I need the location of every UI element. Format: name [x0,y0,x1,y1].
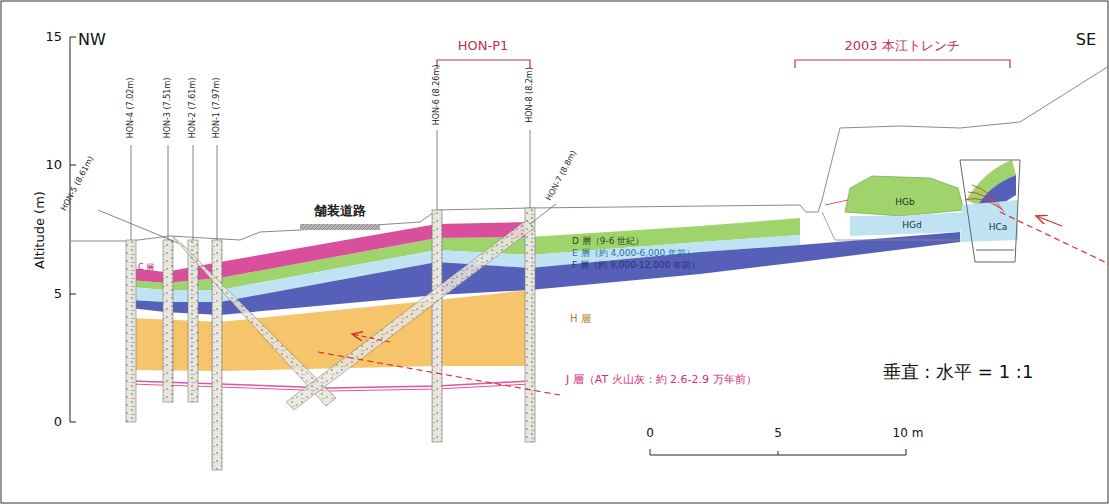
unit-label: HCa [989,223,1008,233]
scale-ratio: 垂直 : 水平 = 1 :1 [883,362,1034,382]
borehole-label: HON-1 (7.97m) [213,78,222,139]
layer-label: C 層 [138,264,154,273]
borehole-label: HON-8 (8.2m) [526,67,535,123]
section-bracket-label: HON-P1 [458,39,509,53]
axis-tick: 15 [45,30,62,44]
axis-title: Altitude (m) [33,191,47,269]
borehole-label: HON-4 (7.02m) [127,78,136,139]
direction-label: SE [1076,31,1096,49]
layer-label: D 層（9-6 世紀） [572,237,644,247]
axis-tick: 10 [45,158,62,172]
borehole-label: HON-2 (7.61m) [189,78,198,139]
layer-label: J 層（AT 火山灰：約 2.6-2.9 万年前） [566,374,757,386]
direction-label: NW [78,31,106,49]
scale-number: 5 [774,427,782,440]
scale-number: 0 [646,427,654,440]
axis-tick: 5 [54,287,62,301]
unit-label: HGd [902,221,921,231]
borehole-label: HON-7 (8.8m) [545,149,579,202]
road-label: 舗装道路 [314,204,366,218]
axis-tick: 0 [54,415,62,429]
layer-label: E 層（約 4,000-6,000 年前） [572,249,695,259]
borehole-label: HON-5 (8.61m) [60,155,96,213]
unit-label: HGb [895,198,914,208]
borehole-label: HON-6 (8.26m) [433,65,442,126]
borehole-label: HON-3 (7.51m) [164,78,173,139]
scale-number: 10 m [893,427,924,440]
layer-label: F 層（約 9,000-12,000 年前） [572,261,700,271]
layer-label: H 層 [570,313,591,324]
section-bracket-label: 2003 本江トレンチ [844,39,959,53]
